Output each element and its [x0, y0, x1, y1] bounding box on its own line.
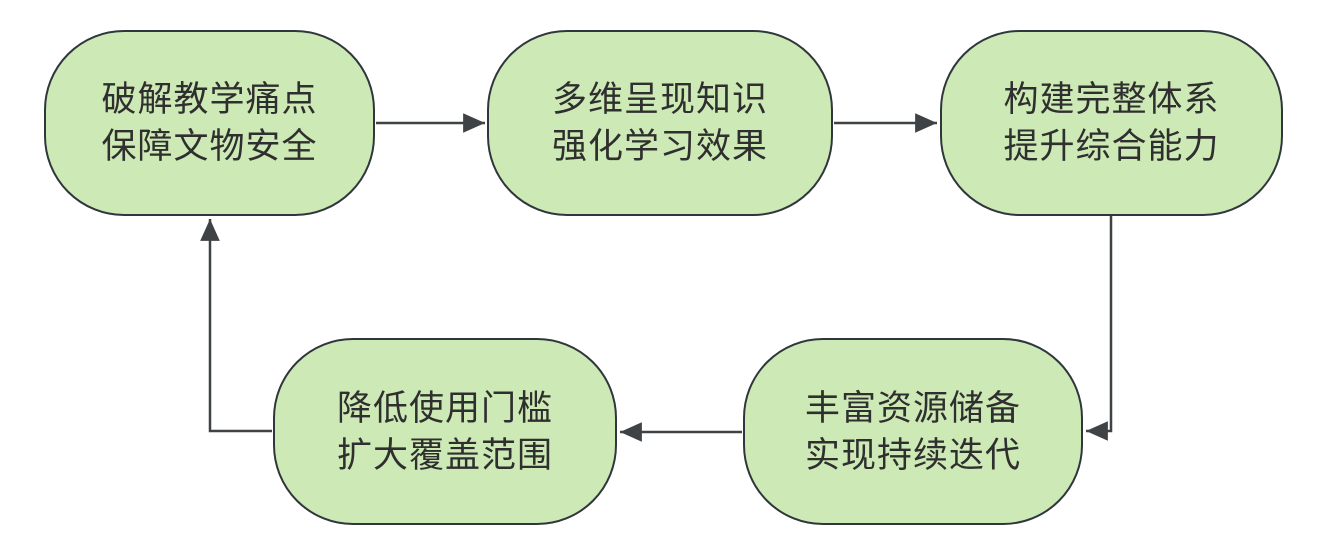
arrow-node3-to-node4: [1086, 216, 1113, 441]
node-3-line-2: 提升综合能力: [1003, 127, 1220, 166]
node-1: 破解教学痛点 保障文物安全: [44, 30, 375, 216]
node-3: 构建完整体系 提升综合能力: [940, 30, 1283, 216]
node-2: 多维呈现知识 强化学习效果: [487, 30, 833, 216]
node-3-line-1: 构建完整体系: [1003, 80, 1220, 119]
node-5: 降低使用门槛 扩大覆盖范围: [273, 338, 617, 525]
arrow-node5-to-node1: [200, 219, 272, 433]
node-5-line-2: 扩大覆盖范围: [336, 435, 553, 475]
node-4: 丰富资源储备 实现持续迭代: [743, 338, 1083, 525]
node-2-line-2: 强化学习效果: [551, 127, 768, 166]
node-4-line-2: 实现持续迭代: [804, 435, 1021, 475]
node-1-line-1: 破解教学痛点: [101, 80, 318, 119]
node-1-line-2: 保障文物安全: [101, 127, 318, 166]
node-4-line-1: 丰富资源储备: [804, 388, 1021, 428]
node-2-line-1: 多维呈现知识: [551, 80, 768, 119]
node-5-line-1: 降低使用门槛: [336, 388, 553, 428]
